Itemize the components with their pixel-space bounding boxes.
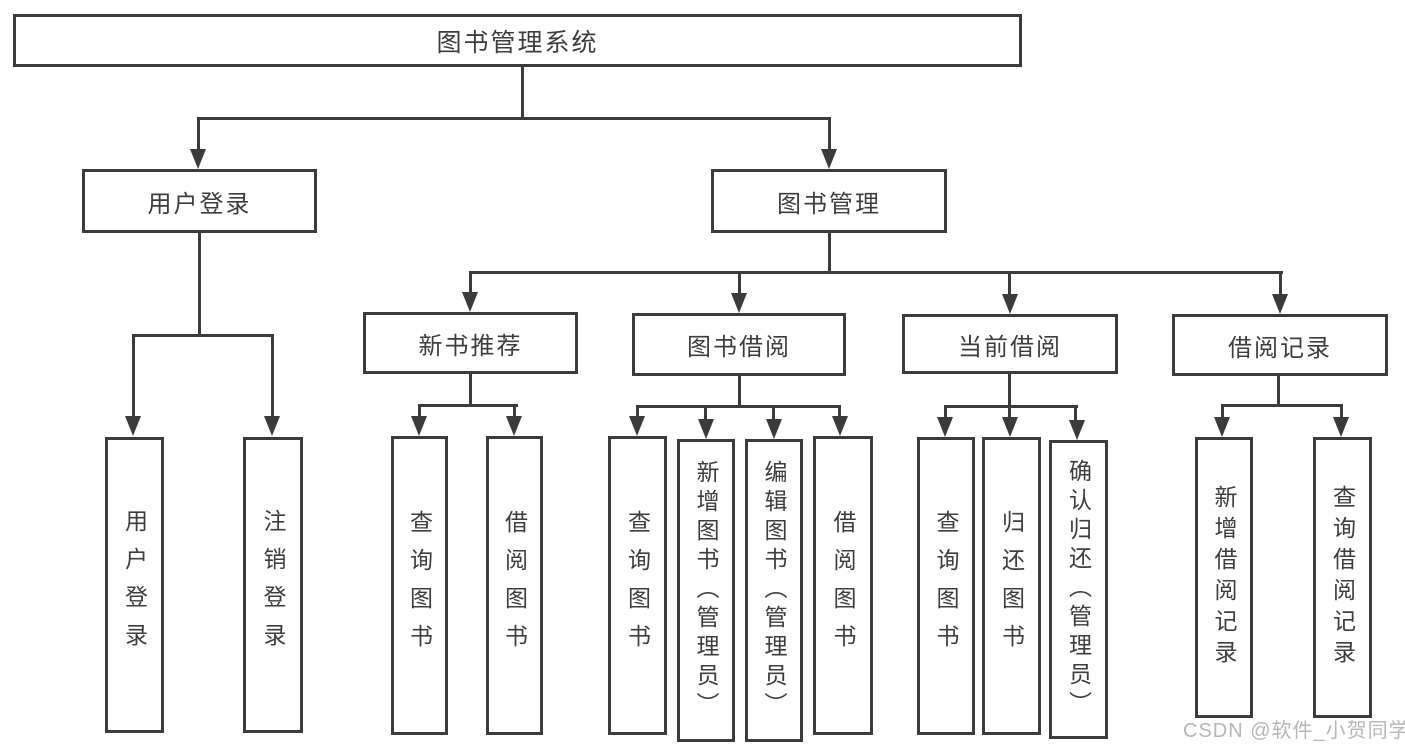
leaf-add-book-admin: 新增图书（管理员） <box>677 439 735 742</box>
arrowhead-down-icon <box>1069 420 1085 440</box>
leaf-query-book-1-label: 查询图书 <box>406 509 433 662</box>
connector-line <box>944 405 1078 408</box>
leaf-confirm-return-admin: 确认归还（管理员） <box>1049 440 1108 739</box>
arrowhead-down-icon <box>731 293 747 313</box>
leaf-logout: 注销登录 <box>243 437 303 733</box>
node-user-login-label: 用户登录 <box>147 190 252 218</box>
connector-line <box>1221 404 1343 407</box>
connector-line <box>828 233 831 273</box>
node-new-book-recommend-label: 新书推荐 <box>418 332 523 360</box>
connector-line <box>197 117 200 150</box>
leaf-add-book-admin-label: 新增图书（管理员） <box>693 460 719 721</box>
connector-line <box>271 334 274 418</box>
leaf-borrow-book-2-label: 借阅图书 <box>830 509 856 662</box>
arrowhead-down-icon <box>1272 294 1288 314</box>
connector-line <box>132 334 274 337</box>
node-root-label: 图书管理系统 <box>436 28 599 57</box>
node-user-login: 用户登录 <box>82 169 317 233</box>
leaf-add-borrow-record: 新增借阅记录 <box>1195 437 1253 718</box>
connector-line <box>418 404 421 420</box>
connector-line <box>1074 405 1077 421</box>
connector-line <box>469 271 472 295</box>
node-new-book-recommend: 新书推荐 <box>363 312 578 374</box>
node-book-management-label: 图书管理 <box>777 190 881 218</box>
connector-line <box>418 404 518 407</box>
connector-line <box>704 405 707 421</box>
node-book-borrow: 图书借阅 <box>632 313 846 376</box>
arrowhead-down-icon <box>832 416 848 436</box>
connector-line <box>636 405 639 421</box>
arrowhead-down-icon <box>125 416 141 436</box>
connector-line <box>738 376 741 407</box>
leaf-query-borrow-record: 查询借阅记录 <box>1313 437 1372 718</box>
leaf-user-login: 用户登录 <box>105 437 164 733</box>
connector-line <box>1008 374 1011 407</box>
arrowhead-down-icon <box>698 419 714 439</box>
arrowhead-down-icon <box>1333 417 1349 437</box>
leaf-borrow-book-1: 借阅图书 <box>486 436 543 735</box>
connector-line <box>738 271 741 295</box>
connector-line <box>838 405 841 421</box>
connector-line <box>1008 405 1011 421</box>
arrowhead-down-icon <box>411 416 427 436</box>
leaf-add-borrow-record-label: 新增借阅记录 <box>1211 484 1237 671</box>
connector-line <box>1277 376 1280 406</box>
connector-line <box>1221 404 1224 420</box>
node-current-borrow: 当前借阅 <box>902 314 1118 374</box>
node-book-management: 图书管理 <box>711 169 947 233</box>
arrowhead-down-icon <box>1002 417 1018 437</box>
connector-line <box>521 67 524 118</box>
leaf-edit-book-admin-label: 编辑图书（管理员） <box>761 460 787 721</box>
node-root: 图书管理系统 <box>13 14 1022 67</box>
arrowhead-down-icon <box>937 417 953 437</box>
connector-line <box>198 233 201 336</box>
arrowhead-down-icon <box>462 292 478 312</box>
connector-line <box>513 404 516 420</box>
leaf-user-login-label: 用户登录 <box>121 509 148 661</box>
leaf-query-book-2-label: 查询图书 <box>624 509 651 662</box>
leaf-borrow-book-1-label: 借阅图书 <box>501 509 528 662</box>
arrowhead-down-icon <box>1002 294 1018 314</box>
connector-line <box>132 334 135 418</box>
connector-line <box>1279 271 1282 295</box>
leaf-query-borrow-record-label: 查询借阅记录 <box>1329 484 1356 671</box>
leaf-confirm-return-admin-label: 确认归还（管理员） <box>1065 459 1092 720</box>
connector-line <box>1340 404 1343 420</box>
watermark: CSDN @软件_小贺同学 <box>1183 720 1405 742</box>
arrowhead-down-icon <box>629 416 645 436</box>
arrowhead-down-icon <box>264 416 280 436</box>
leaf-edit-book-admin: 编辑图书（管理员） <box>745 439 803 742</box>
leaf-query-book-1: 查询图书 <box>391 436 448 735</box>
arrowhead-down-icon <box>766 419 782 439</box>
leaf-query-book-2: 查询图书 <box>608 436 667 735</box>
leaf-query-book-3: 查询图书 <box>917 437 975 735</box>
connector-line <box>469 271 1283 274</box>
connector-line <box>1008 271 1011 295</box>
connector-line <box>944 405 947 421</box>
leaf-query-book-3-label: 查询图书 <box>933 510 959 662</box>
node-borrow-record-label: 借阅记录 <box>1228 334 1332 362</box>
leaf-logout-label: 注销登录 <box>260 509 286 661</box>
arrowhead-down-icon <box>190 149 206 169</box>
leaf-borrow-book-2: 借阅图书 <box>813 436 873 735</box>
node-borrow-record: 借阅记录 <box>1172 314 1388 376</box>
arrowhead-down-icon <box>821 149 837 169</box>
connector-line <box>197 117 831 120</box>
connector-line <box>636 405 841 408</box>
node-book-borrow-label: 图书借阅 <box>687 334 791 361</box>
connector-line <box>772 405 775 421</box>
arrowhead-down-icon <box>1214 417 1230 437</box>
connector-line <box>469 374 472 406</box>
leaf-return-book-label: 归还图书 <box>998 510 1025 662</box>
arrowhead-down-icon <box>506 416 522 436</box>
node-current-borrow-label: 当前借阅 <box>958 333 1062 361</box>
leaf-return-book: 归还图书 <box>982 437 1041 735</box>
connector-line <box>828 117 831 150</box>
